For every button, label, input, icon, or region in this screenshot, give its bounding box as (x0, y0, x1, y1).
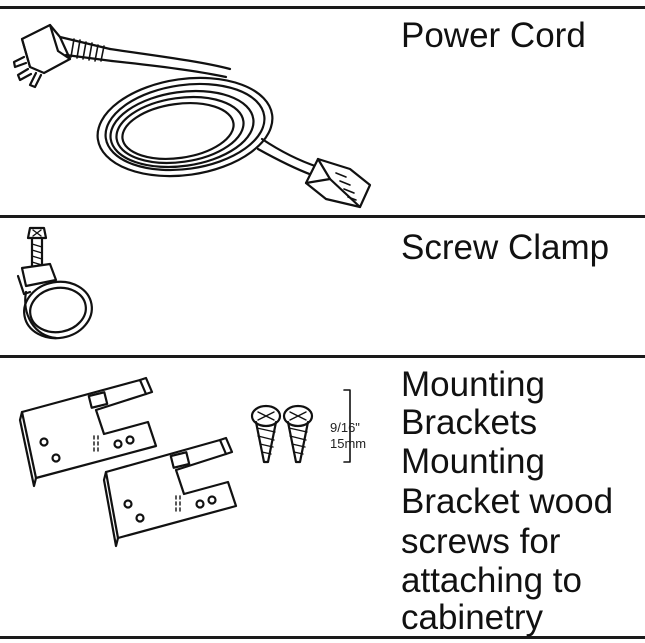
part-label-screw-clamp: Screw Clamp (401, 228, 610, 267)
part-label-power-cord: Power Cord (401, 16, 586, 55)
mounting-brackets-icon: 9/16" 15mm (18, 376, 366, 548)
screw-clamp-icon (16, 226, 93, 340)
dimension-inch-label: 9/16" (330, 420, 360, 435)
divider-bottom (0, 636, 645, 639)
label-line: attaching to (401, 561, 582, 600)
divider-2 (0, 355, 645, 358)
part-row-power-cord: Power Cord (0, 9, 645, 215)
power-cord-icon (12, 23, 372, 209)
part-row-mounting-brackets: 9/16" 15mm Mounting Brackets Mounting Br… (0, 358, 645, 636)
label-line: screws for (401, 522, 561, 561)
label-line: Brackets (401, 403, 538, 442)
label-line: Mounting (401, 365, 545, 404)
part-row-screw-clamp: Screw Clamp (0, 218, 645, 355)
divider-top (0, 6, 645, 9)
dimension-mm-label: 15mm (330, 436, 366, 451)
label-line: cabinetry (401, 598, 544, 637)
part-label-mounting-brackets: Mounting Brackets Mounting Bracket wood … (401, 366, 613, 636)
label-line: Mounting (401, 442, 545, 481)
label-line: Bracket wood (401, 482, 614, 521)
divider-1 (0, 215, 645, 218)
